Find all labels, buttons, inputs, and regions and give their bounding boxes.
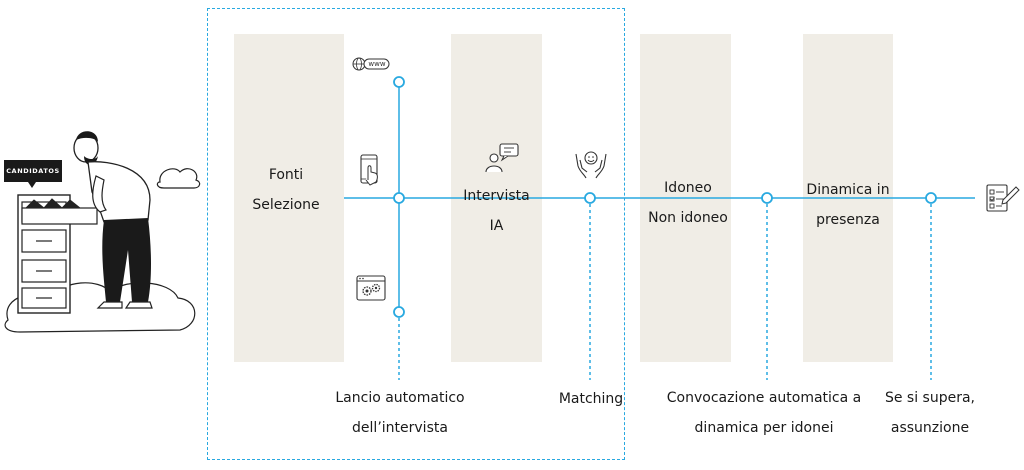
web-www-icon: www — [352, 56, 390, 72]
stage-label-dinamica: Dinamica in presenza — [796, 175, 900, 235]
caption-matching-line1: Matching — [558, 391, 624, 407]
automation-scope-box — [207, 8, 625, 460]
node-assunzione — [925, 192, 937, 204]
candidati-sign-text: CANDIDATOS — [6, 167, 60, 175]
node-convocazione — [761, 192, 773, 204]
person-cabinet-icon — [4, 131, 201, 333]
stage-idoneo-line2: Non idoneo — [648, 210, 728, 226]
checklist-pencil-icon — [986, 184, 1020, 212]
stage-panel-fonti — [234, 34, 344, 362]
stage-idoneo-line1: Idoneo — [664, 180, 712, 196]
node-matching — [584, 192, 596, 204]
web-www-text: www — [368, 60, 386, 68]
node-settings — [393, 306, 405, 318]
caption-lancio-line2: dell’intervista — [352, 420, 448, 436]
settings-window-icon — [356, 275, 386, 301]
caption-assunzione: Se si supera, assunzione — [876, 383, 984, 443]
caption-convocazione: Convocazione automatica a dinamica per i… — [664, 383, 864, 443]
caption-assunzione-line1: Se si supera, — [884, 390, 976, 406]
caption-convocazione-line2: dinamica per idonei — [694, 420, 834, 436]
phone-touch-icon — [360, 154, 382, 188]
stage-fonti-line1: Fonti — [268, 167, 304, 183]
node-launch — [393, 192, 405, 204]
stage-intervista-line1: Intervista — [463, 188, 530, 204]
caption-matching: Matching — [546, 384, 636, 414]
node-web — [393, 76, 405, 88]
stage-dinamica-line1: Dinamica in — [806, 182, 890, 198]
stage-dinamica-line2: presenza — [816, 212, 880, 228]
candidate-illustration: CANDIDATOS — [0, 120, 205, 350]
caption-lancio-line1: Lancio automatico — [335, 390, 465, 406]
stage-intervista-line2: IA — [489, 218, 504, 234]
stage-label-fonti: Fonti Selezione — [234, 160, 338, 220]
hands-smile-icon — [574, 148, 608, 180]
caption-lancio: Lancio automatico dell’intervista — [322, 383, 478, 443]
caption-convocazione-line1: Convocazione automatica a — [666, 390, 862, 406]
chat-user-icon — [484, 142, 520, 174]
stage-label-idoneo: Idoneo Non idoneo — [634, 173, 742, 233]
caption-assunzione-line2: assunzione — [890, 420, 970, 436]
stage-fonti-line2: Selezione — [252, 197, 320, 213]
stage-label-intervista: Intervista IA — [451, 181, 542, 241]
